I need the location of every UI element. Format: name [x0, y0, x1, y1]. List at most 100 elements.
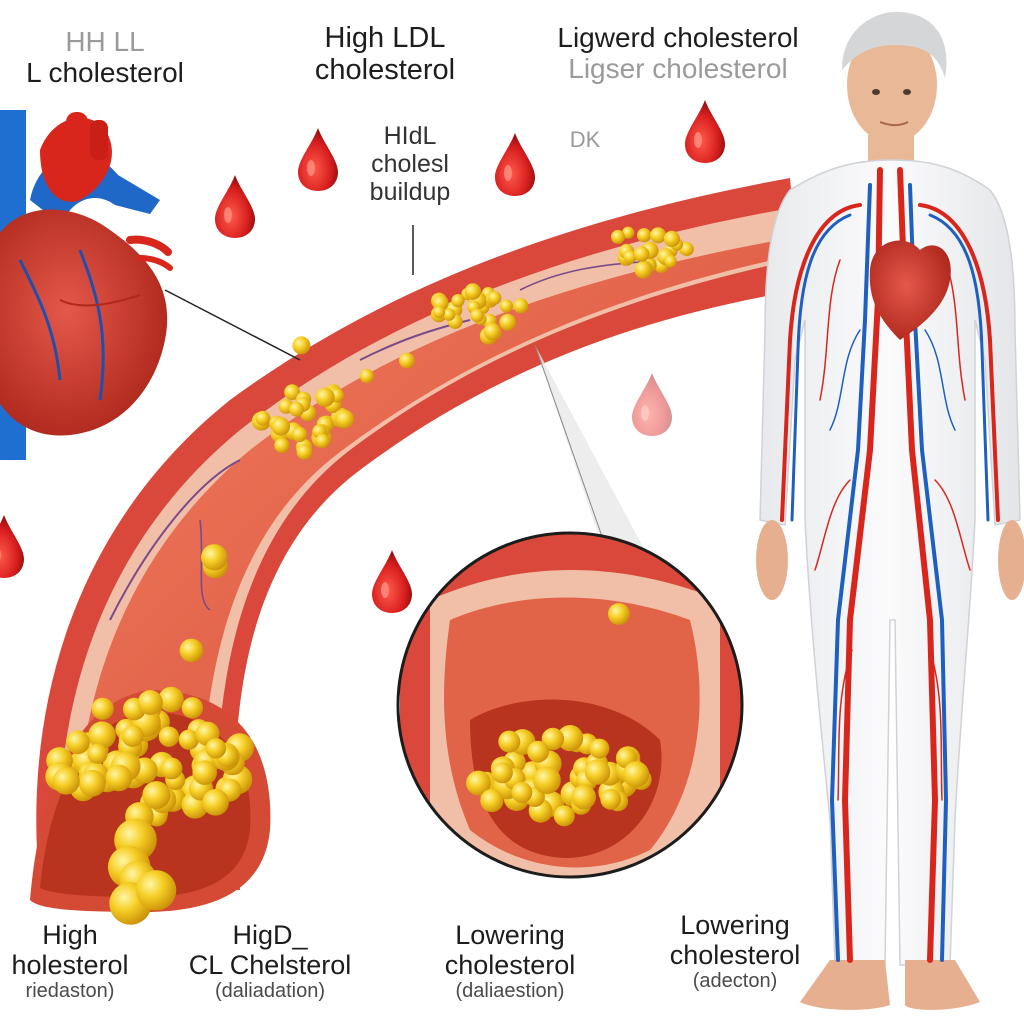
cholesterol-globule	[571, 784, 596, 810]
label-bottom-3-line1: Lowering	[455, 920, 565, 950]
cholesterol-globule	[158, 726, 180, 747]
human-circulatory-figure	[756, 11, 1024, 1010]
label-bottom-4-line1: Lowering	[680, 910, 790, 940]
cholesterol-globule	[491, 762, 513, 784]
cholesterol-globule	[451, 294, 465, 308]
cholesterol-globule	[513, 298, 529, 314]
cholesterol-globule	[255, 410, 271, 426]
cholesterol-globule	[622, 226, 635, 239]
magnified-plaque	[466, 603, 652, 827]
magnified-artery-circle	[396, 531, 744, 879]
label-dk: DK	[569, 127, 601, 152]
label-top-mid: High LDL cholesterol	[285, 22, 485, 87]
cholesterol-globule	[533, 766, 561, 794]
cholesterol-globule	[181, 697, 204, 719]
cholesterol-globule	[442, 308, 456, 321]
cholesterol-globule	[65, 730, 90, 755]
cholesterol-plaque	[45, 226, 694, 925]
cholesterol-globule	[650, 227, 667, 244]
label-bottom-3-line3: (daliaestion)	[455, 980, 565, 1003]
cholesterol-globule	[608, 603, 630, 625]
cholesterol-globule	[623, 761, 650, 788]
label-top-left-line2: L cholesterol	[26, 57, 184, 89]
cholesterol-globule	[600, 788, 622, 810]
cholesterol-globule	[291, 426, 308, 442]
cholesterol-globule	[466, 770, 491, 796]
cholesterol-globule	[78, 769, 106, 797]
cholesterol-globule	[315, 433, 330, 448]
cholesterol-globule	[611, 229, 625, 244]
label-bottom-4-line3: (adecton)	[692, 970, 778, 993]
cholesterol-globule	[105, 764, 133, 792]
label-buildup: HIdL cholesl buildup	[345, 122, 475, 206]
cholesterol-globule	[541, 727, 565, 751]
cholesterol-globule	[179, 638, 204, 663]
cholesterol-globule	[160, 757, 183, 780]
cholesterol-globule	[483, 322, 501, 341]
label-bottom-1-line2: holesterol	[11, 950, 129, 981]
cholesterol-globule	[584, 759, 611, 785]
cholesterol-globule	[201, 544, 228, 571]
cholesterol-globule	[88, 721, 116, 749]
label-top-right-line1: Ligwerd cholesterol	[557, 22, 799, 53]
cholesterol-globule	[500, 299, 513, 313]
cholesterol-globule	[498, 730, 521, 753]
cholesterol-globule	[296, 443, 313, 460]
cholesterol-globule	[335, 409, 355, 429]
cholesterol-globule	[664, 255, 677, 268]
cholesterol-globule	[142, 781, 171, 810]
cholesterol-globule	[91, 697, 114, 720]
cholesterol-globule	[470, 308, 485, 323]
cholesterol-globule	[399, 352, 415, 369]
cholesterol-globule	[499, 313, 517, 331]
label-bottom-2-line2: CL Chelsterol	[188, 950, 352, 981]
cholesterol-globule	[202, 789, 229, 816]
cholesterol-globule	[679, 242, 694, 257]
cholesterol-globule	[487, 291, 502, 305]
cholesterol-globule	[553, 805, 575, 827]
label-bottom-1-line1: High	[42, 920, 98, 950]
label-bottom-4: Lowering cholesterol (adecton)	[645, 910, 825, 993]
heart-icon	[0, 110, 173, 460]
cholesterol-globule	[464, 283, 482, 300]
cholesterol-globule	[634, 261, 652, 279]
cholesterol-globule	[205, 738, 227, 759]
cholesterol-globule	[158, 686, 184, 713]
cholesterol-globule	[359, 369, 374, 384]
cholesterol-globule	[192, 760, 217, 785]
label-bottom-3-line2: cholesterol	[444, 950, 576, 981]
cholesterol-globule	[87, 743, 108, 764]
label-bottom-2: HigD_ CL Chelsterol (daliadation)	[170, 920, 370, 1003]
cholesterol-globule	[135, 870, 177, 911]
cholesterol-globule	[292, 336, 311, 355]
label-buildup-line3: buildup	[369, 178, 451, 206]
label-top-left-line1: HH LL	[65, 26, 145, 57]
cholesterol-globule	[137, 690, 163, 715]
label-buildup-line1: HIdL	[383, 122, 437, 150]
cholesterol-globule	[589, 738, 610, 759]
cholesterol-globule	[178, 729, 199, 750]
cholesterol-globule	[633, 246, 650, 262]
cholesterol-globule	[527, 740, 549, 763]
cholesterol-globule	[663, 230, 681, 247]
cholesterol-globule	[637, 228, 652, 243]
label-top-right-line2: Ligser cholesterol	[568, 53, 788, 85]
label-top-right: Ligwerd cholesterol Ligser cholesterol	[528, 22, 828, 85]
cholesterol-globule	[315, 387, 335, 407]
label-top-left: HH LL L cholesterol	[0, 26, 210, 89]
cholesterol-globule	[432, 305, 446, 319]
cholesterol-globule	[511, 782, 533, 803]
label-bottom-2-line3: (daliadation)	[214, 980, 326, 1003]
label-bottom-3: Lowering cholesterol (daliaestion)	[420, 920, 600, 1003]
cholesterol-globule	[623, 250, 637, 264]
cholesterol-globule	[557, 725, 584, 752]
cholesterol-globule	[271, 417, 291, 436]
cholesterol-globule	[52, 767, 80, 795]
label-buildup-line2: cholesl	[371, 150, 449, 178]
label-top-mid-line2: cholesterol	[314, 54, 456, 87]
label-bottom-1-line3: riedaston)	[25, 980, 115, 1003]
cholesterol-globule	[480, 788, 504, 813]
cholesterol-globule	[284, 384, 300, 401]
label-bottom-1: High holesterol riedaston)	[0, 920, 140, 1003]
